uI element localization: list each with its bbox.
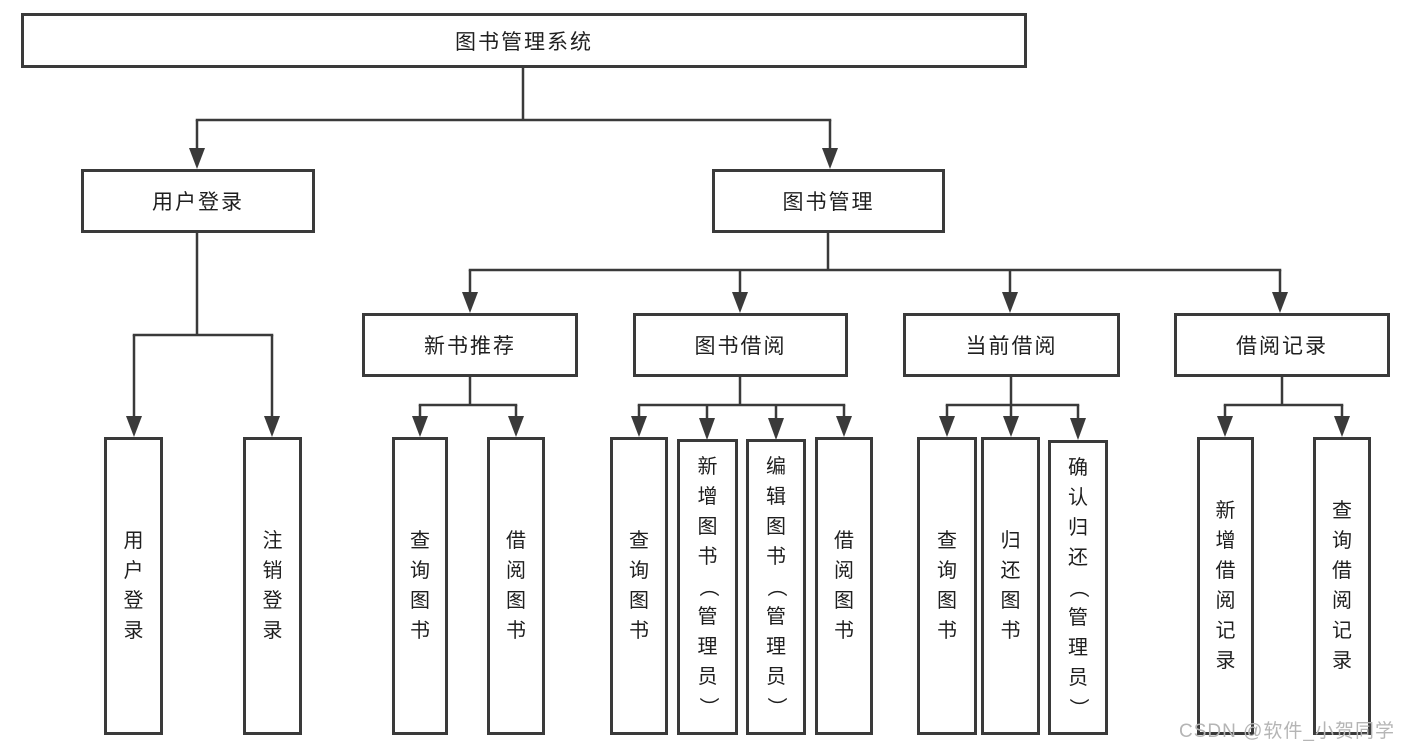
leaf-cb-return-books: 归还图书	[981, 437, 1040, 735]
node-user-login: 用户登录	[81, 169, 315, 233]
node-new-book-recommendation: 新书推荐	[362, 313, 578, 377]
watermark-text: CSDN @软件_小贺同学	[1179, 721, 1395, 742]
leaf-br-query-borrow-record: 查询借阅记录	[1313, 437, 1371, 735]
connector-current-borrowing-split	[939, 377, 1086, 440]
leaf-bb-add-book-admin: 新增图书（管理员）	[677, 439, 738, 735]
leaf-br-add-borrow-record: 新增借阅记录	[1197, 437, 1254, 735]
connector-user-login-split	[126, 233, 280, 437]
leaf-logout-login: 注销登录	[243, 437, 302, 735]
leaf-cb-query-books: 查询图书	[917, 437, 977, 735]
leaf-bb-query-books: 查询图书	[610, 437, 668, 735]
connector-root-split	[189, 68, 838, 169]
node-root: 图书管理系统	[21, 13, 1027, 68]
connector-borrowing-records-split	[1217, 377, 1350, 437]
connector-book-borrowing-split	[631, 377, 852, 440]
node-current-borrowing: 当前借阅	[903, 313, 1120, 377]
connector-book-management-split	[462, 233, 1288, 313]
leaf-nb-query-books: 查询图书	[392, 437, 448, 735]
leaf-cb-confirm-return-admin: 确认归还（管理员）	[1048, 440, 1108, 735]
leaf-bb-borrow-books: 借阅图书	[815, 437, 873, 735]
connector-new-book-split	[412, 377, 524, 437]
leaf-nb-borrow-books: 借阅图书	[487, 437, 545, 735]
leaf-user-login: 用户登录	[104, 437, 163, 735]
leaf-bb-edit-book-admin: 编辑图书（管理员）	[746, 439, 806, 735]
node-borrowing-records: 借阅记录	[1174, 313, 1390, 377]
node-book-management: 图书管理	[712, 169, 945, 233]
node-book-borrowing: 图书借阅	[633, 313, 848, 377]
